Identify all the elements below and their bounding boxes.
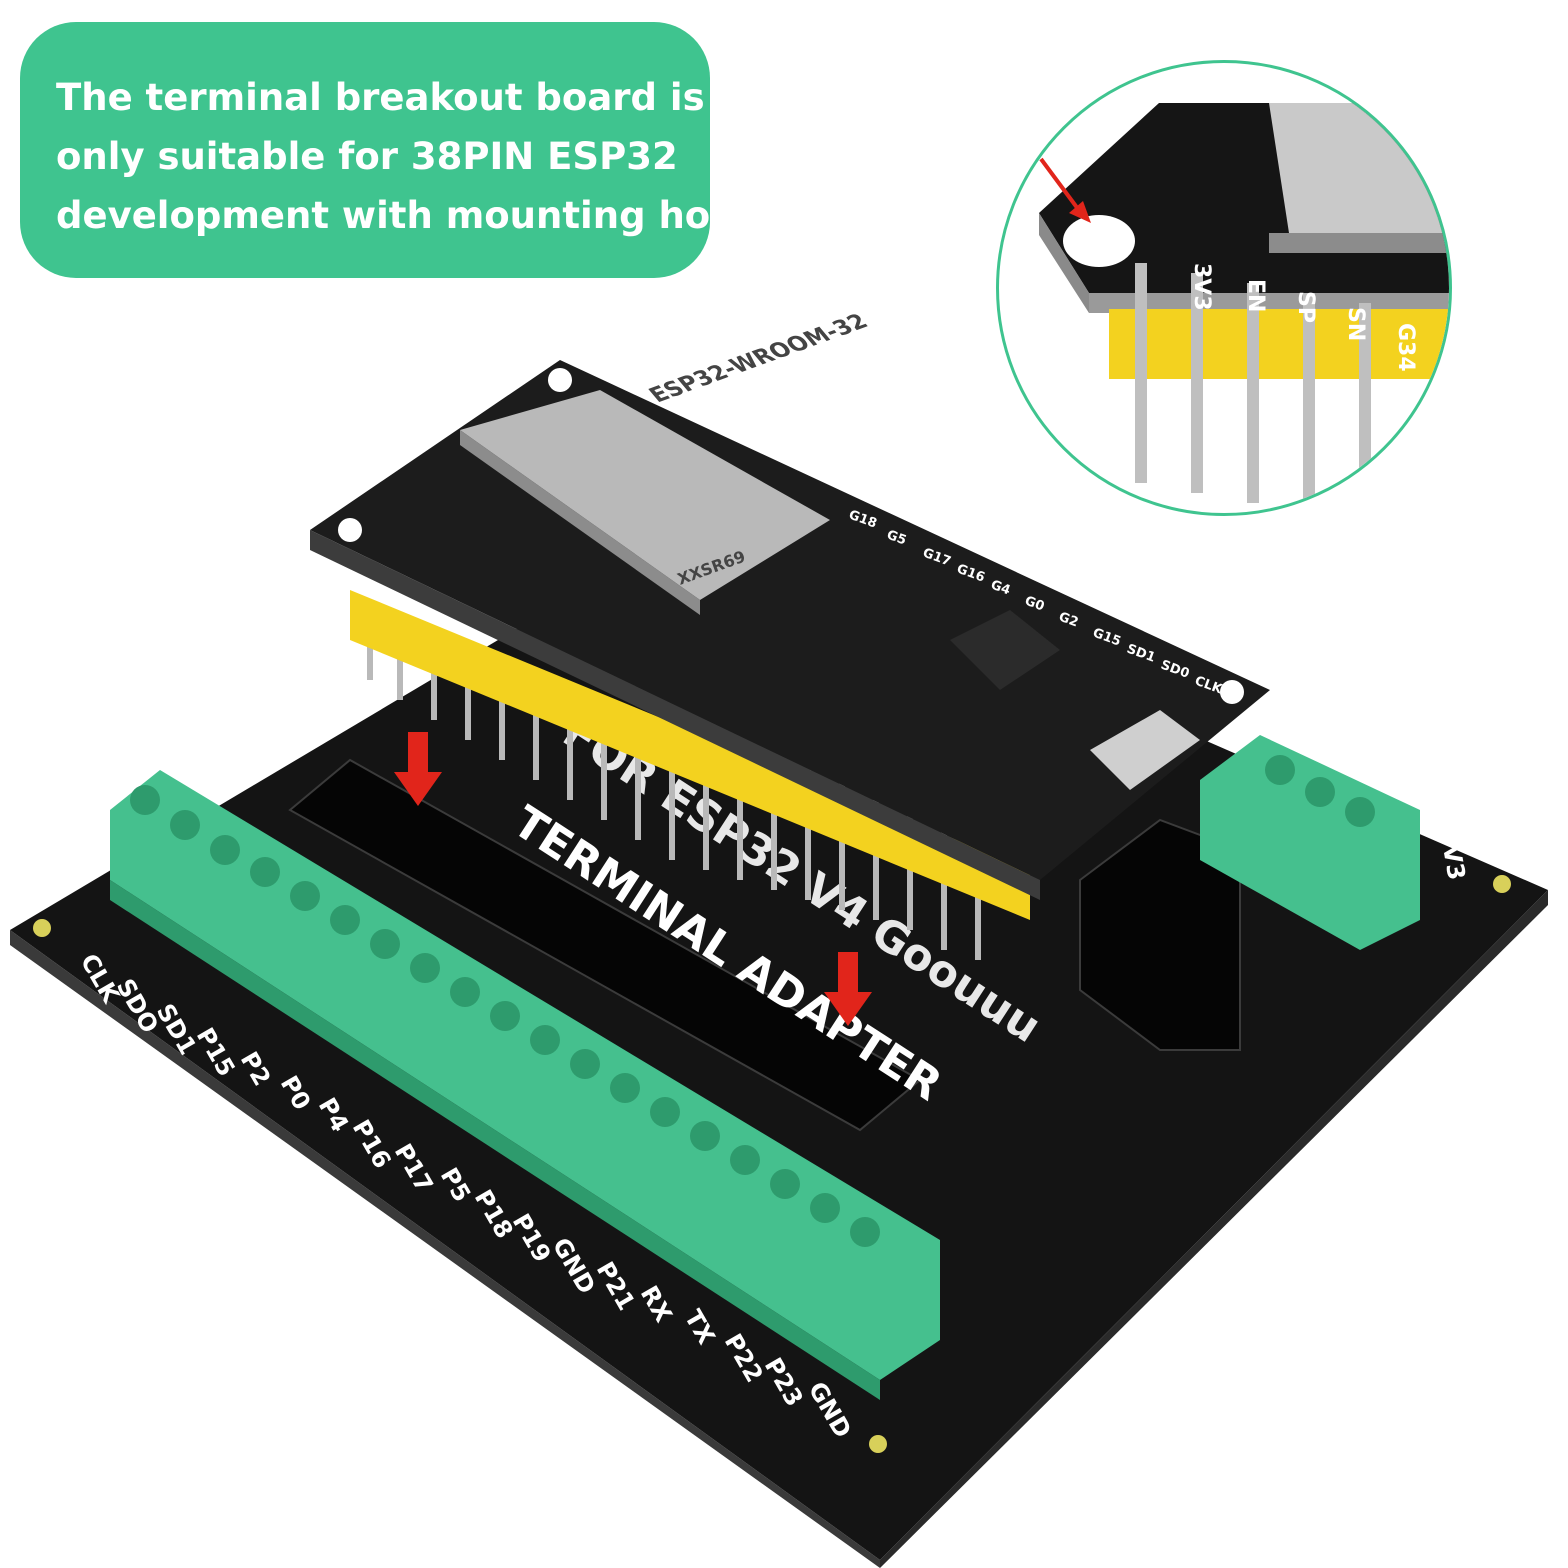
board-hole-bottom — [869, 1435, 887, 1453]
pin-label: G2 — [1057, 610, 1081, 631]
module-model-text: ESP32-WROOM-32 — [644, 310, 873, 408]
terminal-block-front — [110, 770, 940, 1380]
zoom-illustration: 3V3 EN SP SN G34 — [1039, 103, 1449, 503]
mounting-hole-zoom: 3V3 EN SP SN G34 — [996, 60, 1452, 516]
callout-line-2: only suitable for 38PIN ESP32 — [56, 135, 678, 178]
board-hole-right — [1493, 875, 1511, 893]
mounting-hole — [1063, 215, 1135, 267]
pin-label: G5 — [885, 528, 909, 549]
insert-arrow-icon — [824, 952, 872, 1026]
insert-arrow-icon — [394, 732, 442, 806]
female-header-right — [1079, 818, 1241, 1051]
pin-label: G0 — [1023, 594, 1047, 615]
zoom-label-en: EN — [1243, 279, 1268, 312]
yellow-header — [350, 590, 1030, 920]
dev-board-pin-labels: G18 G5 G17 G16 G4 G0 G2 G15 SD1 SD0 CLK — [847, 508, 1225, 698]
wifi-module-shield — [460, 390, 830, 600]
zoom-label-sn: SN — [1343, 307, 1368, 341]
zoom-label-3v3: 3V3 — [1189, 263, 1214, 311]
micro-usb-port — [1090, 710, 1200, 790]
info-callout: The terminal breakout board is only suit… — [20, 22, 771, 278]
board-hole-left — [33, 919, 51, 937]
female-header-left — [288, 758, 922, 1132]
usb-serial-chip — [950, 610, 1060, 690]
esp32-dev-board: ESP32-WROOM-32 XXSR69 G18 G5 G17 G16 G4 … — [310, 310, 1270, 960]
zoom-label-g34: G34 — [1393, 323, 1418, 372]
pin-label: G4 — [989, 578, 1013, 599]
terminal-block-right — [1200, 735, 1420, 950]
red-arrow-icon — [1039, 157, 1083, 215]
callout-line-3: development with mounting holes — [56, 194, 771, 237]
callout-line-1: The terminal breakout board is — [56, 76, 705, 119]
terminal-screws — [130, 785, 880, 1247]
zoom-label-sp: SP — [1293, 291, 1318, 323]
